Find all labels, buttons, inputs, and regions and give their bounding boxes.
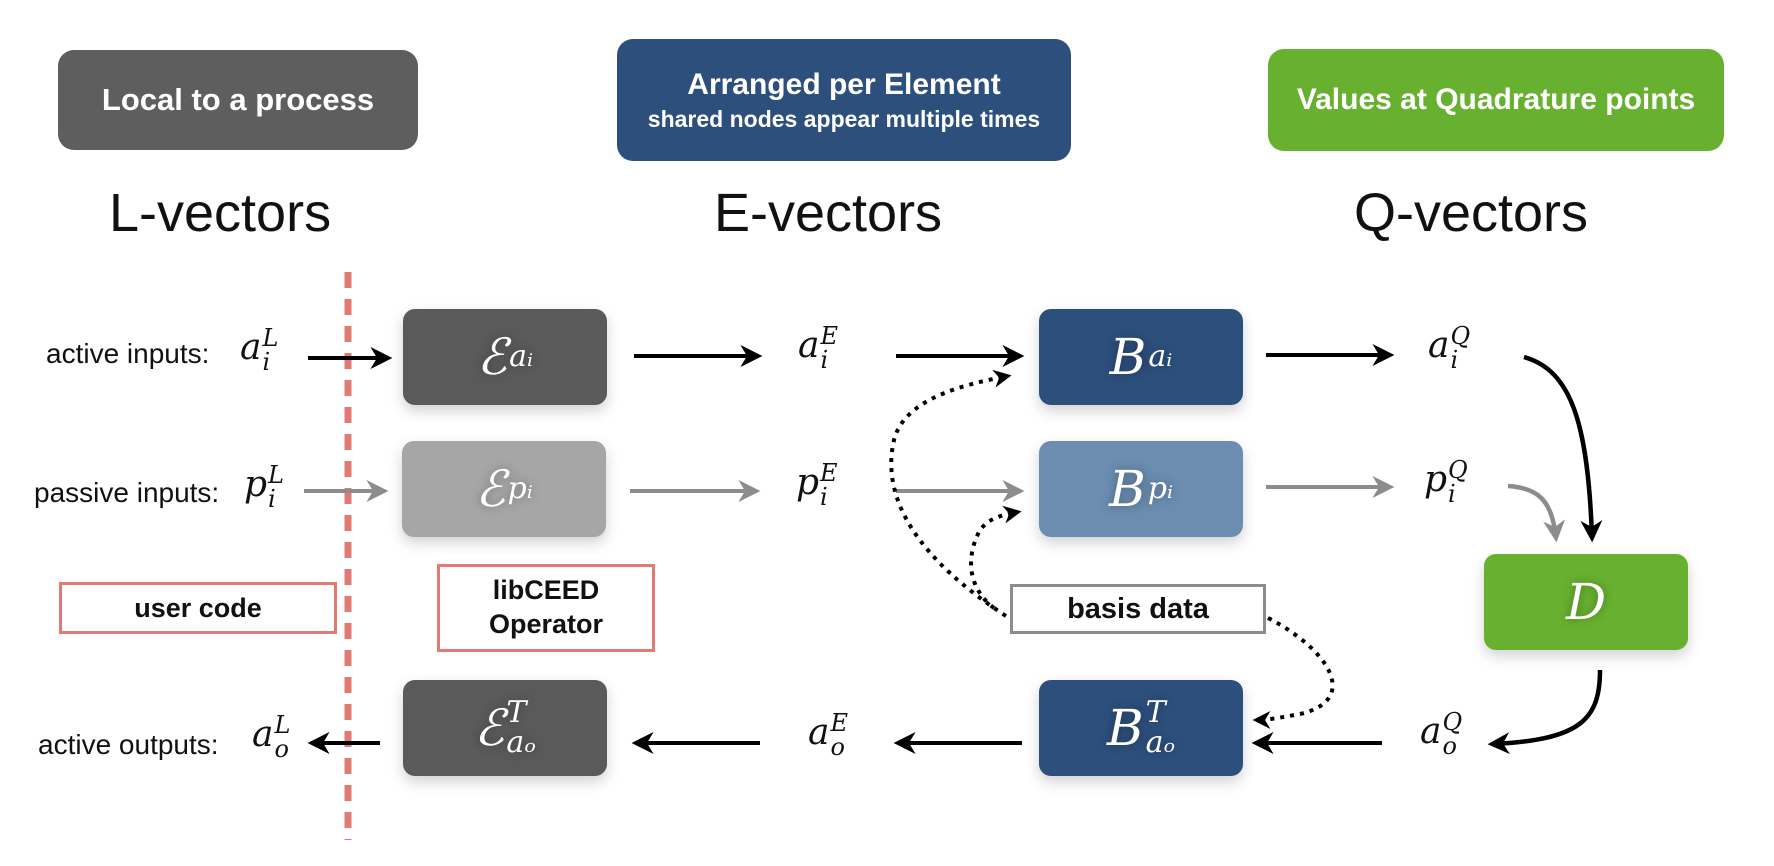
label-basis-data: basis data bbox=[1010, 584, 1266, 634]
banner-quadrature-bold: Quadrature bbox=[1435, 83, 1597, 116]
column-title-l-vectors: L-vectors bbox=[109, 183, 332, 243]
column-title-e-vectors: E-vectors bbox=[714, 183, 943, 243]
arrow-piQ-to-D bbox=[1507, 483, 1566, 543]
banner-element: Arranged per Element shared nodes appear… bbox=[617, 39, 1071, 161]
banner-quadrature-plain2: points bbox=[1596, 83, 1696, 116]
label-libceed-operator: libCEED Operator bbox=[437, 564, 655, 652]
banner-quadrature: Values at Quadrature points bbox=[1268, 49, 1724, 151]
row-label-active-outputs: active outputs: bbox=[38, 729, 219, 760]
banner-local-rest: to a process bbox=[182, 82, 375, 117]
banner-element-sub: shared nodes appear multiple times bbox=[647, 105, 1041, 132]
operator-D: D bbox=[1484, 554, 1688, 650]
banner-local-bold: Local bbox=[101, 82, 183, 117]
banner-quadrature-plain: Values at bbox=[1296, 83, 1436, 116]
column-title-q-vectors: Q-vectors bbox=[1354, 183, 1589, 243]
banner-element-plain: Arranged per bbox=[687, 67, 884, 101]
dotted-basis-to-Bai bbox=[889, 369, 1012, 618]
label-libceed-line2: Operator bbox=[488, 609, 604, 639]
dotted-basis-to-Bpi bbox=[969, 505, 1022, 610]
row-label-active-inputs: active inputs: bbox=[46, 338, 210, 369]
arrow-D-to-aoQ bbox=[1487, 669, 1603, 755]
row-label-passive-inputs: passive inputs: bbox=[34, 477, 220, 508]
banner-local: Local to a process bbox=[58, 50, 418, 150]
arrow-aiQ-to-D bbox=[1523, 354, 1603, 543]
dotted-basis-to-Bao bbox=[1252, 616, 1335, 729]
label-user-code: user code bbox=[59, 582, 337, 634]
label-libceed-line1: libCEED bbox=[492, 575, 600, 606]
banner-element-bold: Element bbox=[884, 67, 1001, 101]
